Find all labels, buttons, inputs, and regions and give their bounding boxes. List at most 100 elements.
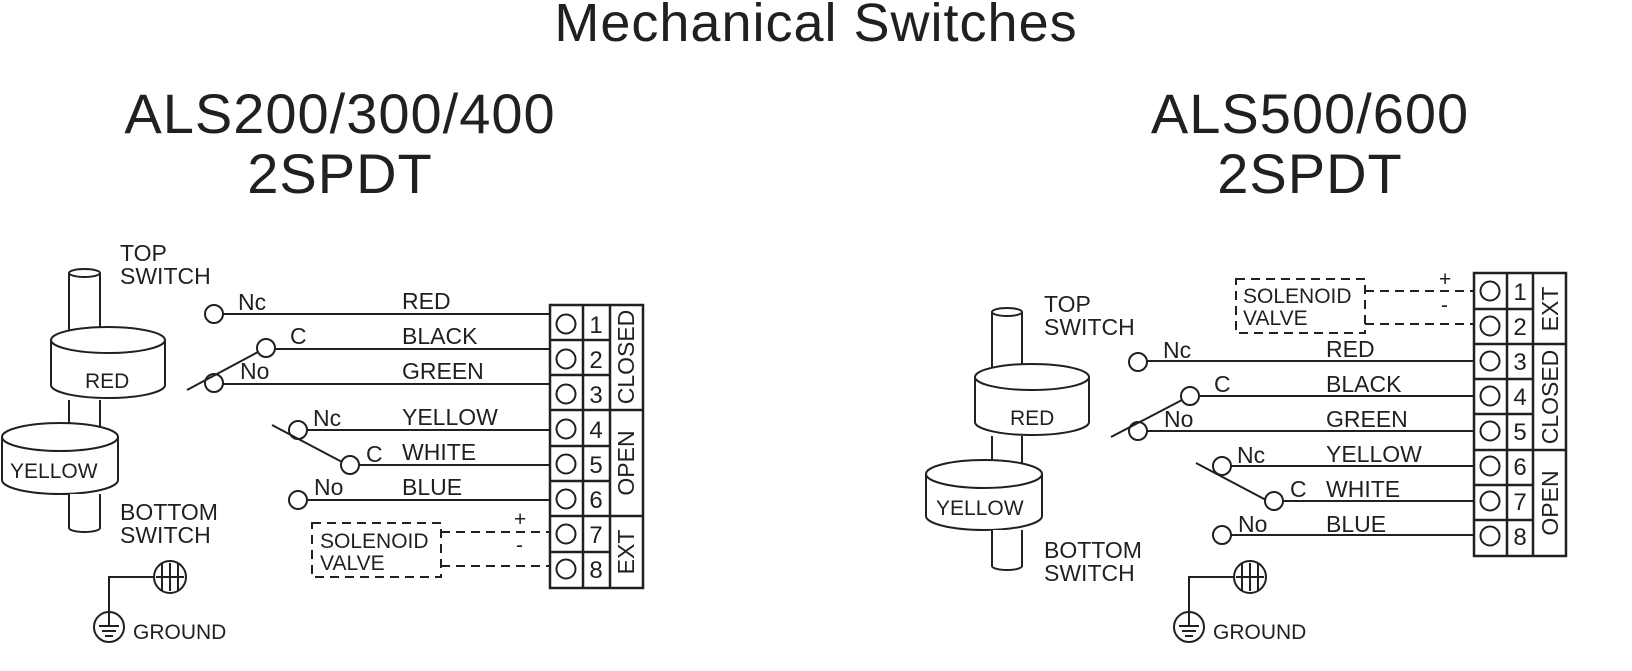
left-terminal-block: 1 2 3 4 5 6 7 8 CLOSED OPEN EXT [548,303,645,590]
right-top-switch-label-2: SWITCH [1044,314,1135,340]
right-solenoid-label-1: SOLENOID [1243,285,1352,308]
left-model-title: ALS200/300/400 2SPDT [90,84,590,204]
left-minus-sign: - [516,534,523,557]
right-bottom-switch-label-2: SWITCH [1044,560,1135,586]
left-bottom-nc-label: Nc [313,405,341,431]
left-model-config: 2SPDT [247,142,433,205]
right-ground: GROUND [1173,560,1306,644]
right-terminal-num-5: 5 [1513,419,1526,446]
right-bottom-switch-contacts: Nc C No [1195,442,1474,545]
main-title: Mechanical Switches [554,0,1078,53]
right-top-c-terminal [1180,386,1200,406]
left-shaft-top-cap [68,268,101,278]
right-model-config: 2SPDT [1217,142,1403,205]
left-top-no-terminal [204,373,224,393]
left-bottom-no-terminal [288,490,308,510]
left-cam-top-label: RED [85,370,129,393]
right-wire-label-black: BLACK [1326,371,1402,397]
right-yellow-cam-top [925,459,1043,489]
left-wire-label-blue: BLUE [402,474,462,500]
left-bottom-c-terminal [340,455,360,475]
left-terminal-screw-1 [555,313,577,335]
left-ground-wire [108,576,154,616]
left-terminal-num-4: 4 [589,417,602,444]
left-yellow-cam [1,437,119,495]
left-group-ext: EXT [613,530,639,575]
right-diagram: RED YELLOW TOP SWITCH BOTTOM SWITCH SOLE… [925,268,1568,644]
left-top-switch-label-2: SWITCH [120,263,211,289]
right-ground-wire [1188,576,1234,616]
right-terminal-screw-2 [1479,315,1501,337]
right-bottom-no-label: No [1238,511,1267,537]
right-group-open: OPEN [1537,470,1563,535]
right-top-switch-label-1: TOP [1044,291,1091,317]
right-model-title: ALS500/600 2SPDT [1060,84,1560,204]
right-top-no-terminal [1128,421,1148,441]
left-top-nc-label: Nc [238,289,266,315]
right-ground-label: GROUND [1213,621,1306,644]
right-terminal-num-2: 2 [1513,314,1526,341]
right-bottom-c-label: C [1290,476,1307,502]
left-top-c-label: C [290,323,307,349]
left-model-name: ALS200/300/400 [124,82,556,145]
right-minus-sign: - [1441,294,1448,317]
right-plus-sign: + [1439,268,1451,291]
left-group-open: OPEN [613,430,639,495]
left-bottom-switch-arm [271,424,343,463]
left-terminal-num-1: 1 [589,312,602,339]
right-bottom-no-terminal [1212,525,1232,545]
left-diagram: RED YELLOW TOP SWITCH BOTTOM SWITCH Nc C… [1,240,645,644]
right-wire-label-red: RED [1326,336,1375,362]
right-top-c-label: C [1214,371,1231,397]
right-model-name: ALS500/600 [1150,82,1470,145]
left-bottom-switch-label-2: SWITCH [120,522,211,548]
left-top-c-terminal [256,338,276,358]
right-terminal-block: 1 2 3 4 5 6 7 8 EXT CLOSED OPEN [1472,271,1568,558]
left-group-closed: CLOSED [613,310,639,405]
right-terminal-num-4: 4 [1513,384,1526,411]
right-terminal-screw-3 [1479,350,1501,372]
left-red-cam [50,340,166,399]
left-wire-label-red: RED [402,288,451,314]
left-bottom-no-label: No [314,474,343,500]
right-group-closed: CLOSED [1537,350,1563,445]
right-terminal-num-3: 3 [1513,349,1526,376]
left-bottom-switch-contacts: Nc C No [271,405,550,510]
right-terminal-screw-8 [1479,525,1501,547]
left-terminal-screw-6 [555,488,577,510]
left-terminal-num-5: 5 [589,452,602,479]
right-bottom-switch-label-1: BOTTOM [1044,537,1142,563]
left-terminal-screw-4 [555,418,577,440]
right-wire-label-white: WHITE [1326,476,1400,502]
left-terminal-num-2: 2 [589,347,602,374]
right-switch-assembly: RED YELLOW [925,307,1090,571]
right-cam-top-label: RED [1010,407,1054,430]
left-terminal-screw-5 [555,453,577,475]
right-cam-bottom-label: YELLOW [936,497,1024,520]
right-terminal-screw-7 [1479,490,1501,512]
right-terminal-screw-6 [1479,455,1501,477]
left-ground-label: GROUND [133,621,226,644]
right-solenoid-valve-box [1235,278,1366,334]
left-terminal-screw-3 [555,383,577,405]
right-terminal-num-6: 6 [1513,454,1526,481]
right-group-ext: EXT [1537,287,1563,332]
left-top-switch-contacts: Nc C No [186,289,550,393]
right-yellow-cam [925,474,1043,531]
left-terminal-screw-2 [555,348,577,370]
left-wire-label-yellow: YELLOW [402,404,498,430]
left-top-switch-arm [186,351,259,391]
right-top-switch-contacts: Nc C No [1110,337,1474,441]
left-ground: GROUND [93,560,226,644]
right-top-switch-arm [1110,399,1183,438]
left-terminal-num-6: 6 [589,487,602,514]
left-wire-label-green: GREEN [402,358,484,384]
right-terminal-num-1: 1 [1513,279,1526,306]
left-yellow-cam-top [1,422,119,452]
left-top-no-label: No [240,358,269,384]
right-solenoid-label-2: VALVE [1243,307,1308,330]
left-terminal-screw-8 [555,558,577,580]
left-top-nc-terminal [204,304,224,324]
right-top-nc-label: Nc [1163,337,1191,363]
